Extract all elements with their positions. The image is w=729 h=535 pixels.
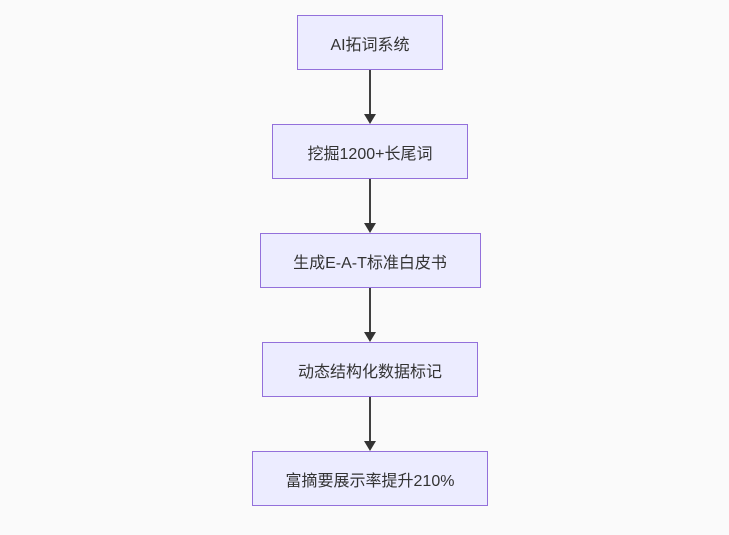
flow-node-label: 动态结构化数据标记	[297, 363, 442, 381]
edge-line	[369, 70, 371, 114]
edge-line	[369, 179, 371, 223]
flow-node-label: AI拓词系统	[330, 36, 410, 54]
edge-line	[369, 288, 371, 332]
flow-edge-2	[364, 179, 376, 233]
flow-edge-3	[364, 288, 376, 342]
arrow-down-icon	[364, 223, 376, 233]
arrow-down-icon	[364, 441, 376, 451]
flow-node-longtail-mining: 挖掘1200+长尾词	[272, 124, 468, 179]
edge-line	[369, 397, 371, 441]
flow-edge-4	[364, 397, 376, 451]
flow-node-label: 富摘要展示率提升210%	[285, 472, 455, 490]
flow-node-eat-whitepaper: 生成E-A-T标准白皮书	[259, 233, 481, 288]
arrow-down-icon	[364, 114, 376, 124]
flow-node-label: 挖掘1200+长尾词	[307, 145, 433, 163]
flow-node-rich-snippet-result: 富摘要展示率提升210%	[252, 451, 488, 506]
flowchart: AI拓词系统 挖掘1200+长尾词 生成E-A-T标准白皮书 动态结构化数据标记	[0, 15, 729, 506]
flow-node-structured-data-markup: 动态结构化数据标记	[262, 342, 478, 397]
flow-node-ai-keyword-system: AI拓词系统	[297, 15, 443, 70]
arrow-down-icon	[364, 332, 376, 342]
flow-edge-1	[364, 70, 376, 124]
flow-node-label: 生成E-A-T标准白皮书	[293, 254, 447, 272]
